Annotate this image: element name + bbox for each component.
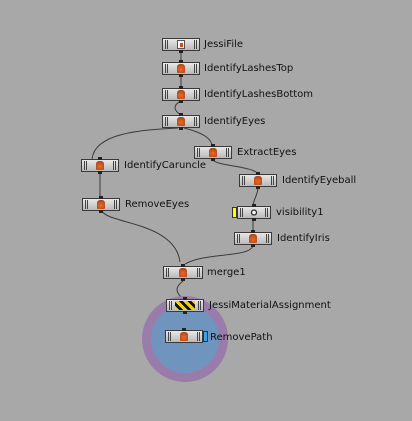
wire (101, 210, 181, 263)
eye-icon (250, 208, 258, 217)
output-port[interactable] (179, 74, 183, 77)
output-port[interactable] (179, 127, 183, 130)
node-label-identify-caruncle: IdentifyCaruncle (124, 160, 207, 171)
input-port[interactable] (99, 196, 103, 199)
input-port[interactable] (179, 86, 183, 89)
node-label-merge1: merge1 (207, 267, 246, 278)
input-port[interactable] (182, 328, 186, 331)
output-port[interactable] (179, 50, 183, 53)
collection-icon (177, 117, 185, 126)
input-port[interactable] (179, 60, 183, 63)
wire (184, 244, 254, 265)
node-remove-path[interactable] (165, 328, 203, 343)
material-assign-icon (175, 301, 195, 310)
input-port[interactable] (98, 157, 102, 160)
wire (91, 127, 179, 160)
merge-icon (179, 268, 187, 277)
node-identify-lashes-bottom[interactable] (162, 86, 200, 103)
input-port[interactable] (179, 113, 183, 116)
node-label-identify-lashes-top: IdentifyLashesTop (204, 63, 294, 74)
wire (183, 127, 213, 147)
node-label-identify-eyes: IdentifyEyes (204, 116, 266, 127)
input-port[interactable] (251, 230, 255, 233)
input-port[interactable] (256, 172, 260, 175)
node-label-remove-eyes: RemoveEyes (125, 199, 190, 210)
node-identify-iris[interactable] (234, 230, 272, 247)
collection-icon (177, 90, 185, 99)
node-remove-eyes[interactable] (82, 196, 120, 213)
node-merge1[interactable] (163, 264, 203, 281)
input-port[interactable] (252, 204, 256, 207)
collection-icon (254, 176, 262, 185)
node-identify-eyeball[interactable] (239, 172, 277, 189)
output-port[interactable] (179, 100, 183, 103)
node-label-jessi-material-assignment: JessiMaterialAssignment (209, 300, 331, 311)
file-icon (177, 40, 185, 49)
bypass-flag[interactable] (232, 207, 237, 218)
display-flag[interactable] (203, 331, 208, 342)
output-port[interactable] (251, 244, 255, 247)
output-port[interactable] (99, 210, 103, 213)
node-label-remove-path: RemovePath (210, 332, 273, 343)
collection-icon (209, 148, 217, 157)
node-label-visibility1: visibility1 (276, 207, 324, 218)
node-identify-lashes-top[interactable] (162, 60, 200, 77)
node-extract-eyes[interactable] (194, 144, 232, 161)
input-port[interactable] (181, 264, 185, 267)
node-label-identify-lashes-bottom: IdentifyLashesBottom (204, 89, 314, 100)
prune-icon (180, 332, 188, 341)
node-jessi-file[interactable] (162, 38, 200, 53)
node-visibility1[interactable] (237, 204, 271, 221)
node-identify-eyes[interactable] (162, 113, 200, 130)
collection-icon (96, 161, 104, 170)
node-label-jessi-file: JessiFile (204, 39, 244, 50)
wire (211, 158, 259, 175)
output-port[interactable] (183, 311, 187, 314)
node-jessi-material-assignment[interactable] (166, 297, 204, 314)
input-port[interactable] (211, 144, 215, 147)
node-label-identify-iris: IdentifyIris (277, 233, 330, 244)
output-port[interactable] (98, 171, 102, 174)
node-label-extract-eyes: ExtractEyes (237, 147, 297, 158)
collection-icon (177, 64, 185, 73)
input-port[interactable] (183, 297, 187, 300)
output-port[interactable] (256, 186, 260, 189)
prune-icon (97, 200, 105, 209)
collection-icon (249, 234, 257, 243)
output-port[interactable] (211, 158, 215, 161)
node-label-identify-eyeball: IdentifyEyeball (282, 175, 357, 186)
output-port[interactable] (181, 278, 185, 281)
node-identify-caruncle[interactable] (81, 157, 119, 174)
output-port[interactable] (252, 218, 256, 221)
